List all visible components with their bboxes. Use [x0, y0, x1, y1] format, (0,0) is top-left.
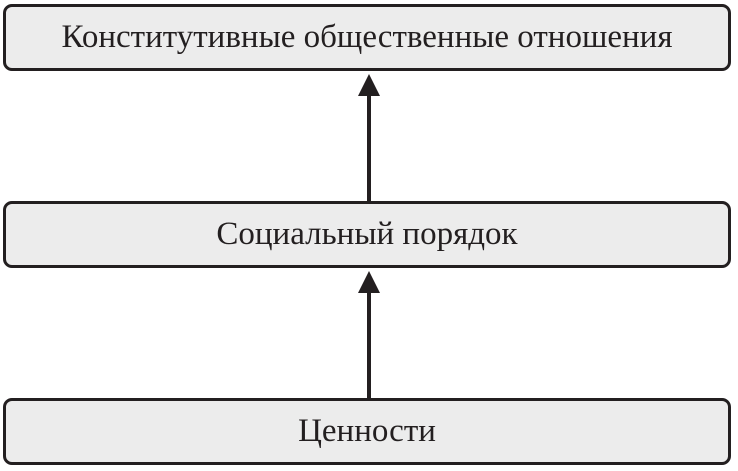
- node-label: Конститутивные общественные отношения: [61, 19, 673, 55]
- arrow-middle-to-top: [358, 74, 380, 201]
- node-social-order: Социальный порядок: [3, 201, 731, 268]
- arrow-bottom-to-middle: [358, 271, 380, 398]
- node-constitutive-relations: Конститутивные общественные отношения: [3, 4, 731, 71]
- node-values: Ценности: [3, 398, 731, 465]
- node-label: Ценности: [298, 413, 436, 449]
- node-label: Социальный порядок: [216, 216, 518, 252]
